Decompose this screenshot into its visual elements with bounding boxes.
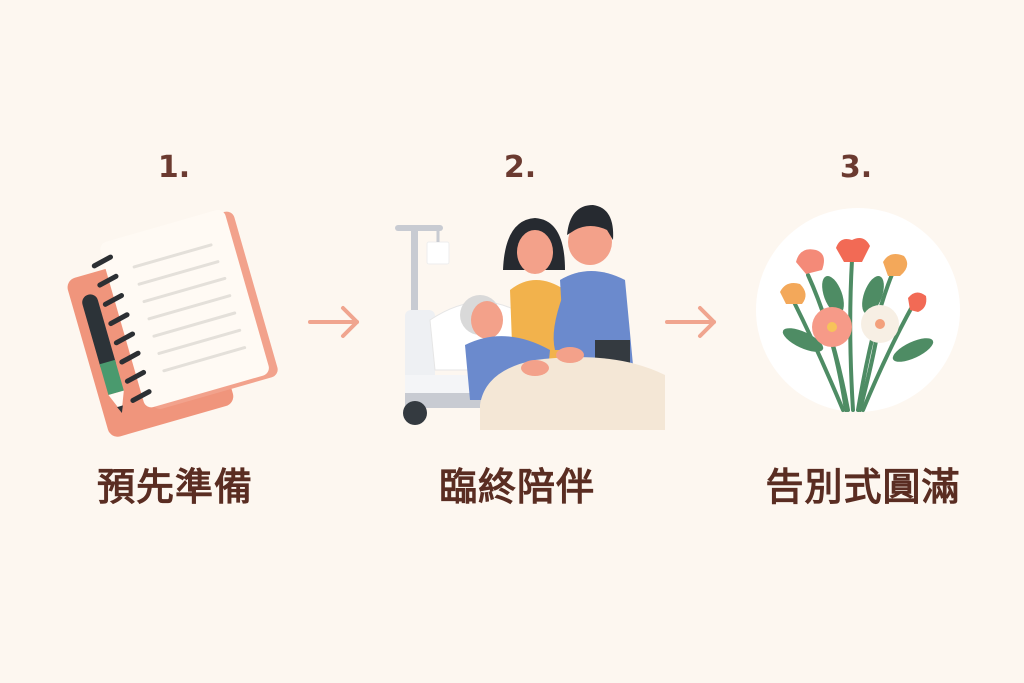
step-1-label: 預先準備 (96, 465, 253, 509)
step-3-label: 告別式圓滿 (765, 465, 961, 509)
step-3-number: 3. (839, 150, 873, 185)
step-2-number: 2. (503, 150, 537, 185)
hospital-bed-family-icon (395, 205, 665, 430)
arrow-right-icon (665, 306, 716, 338)
step-1-number: 1. (157, 150, 191, 185)
notebook-pen-icon (67, 210, 278, 437)
step-2-label: 臨終陪伴 (438, 465, 595, 509)
flower-bouquet-icon (756, 208, 960, 412)
arrow-right-icon (308, 306, 359, 338)
